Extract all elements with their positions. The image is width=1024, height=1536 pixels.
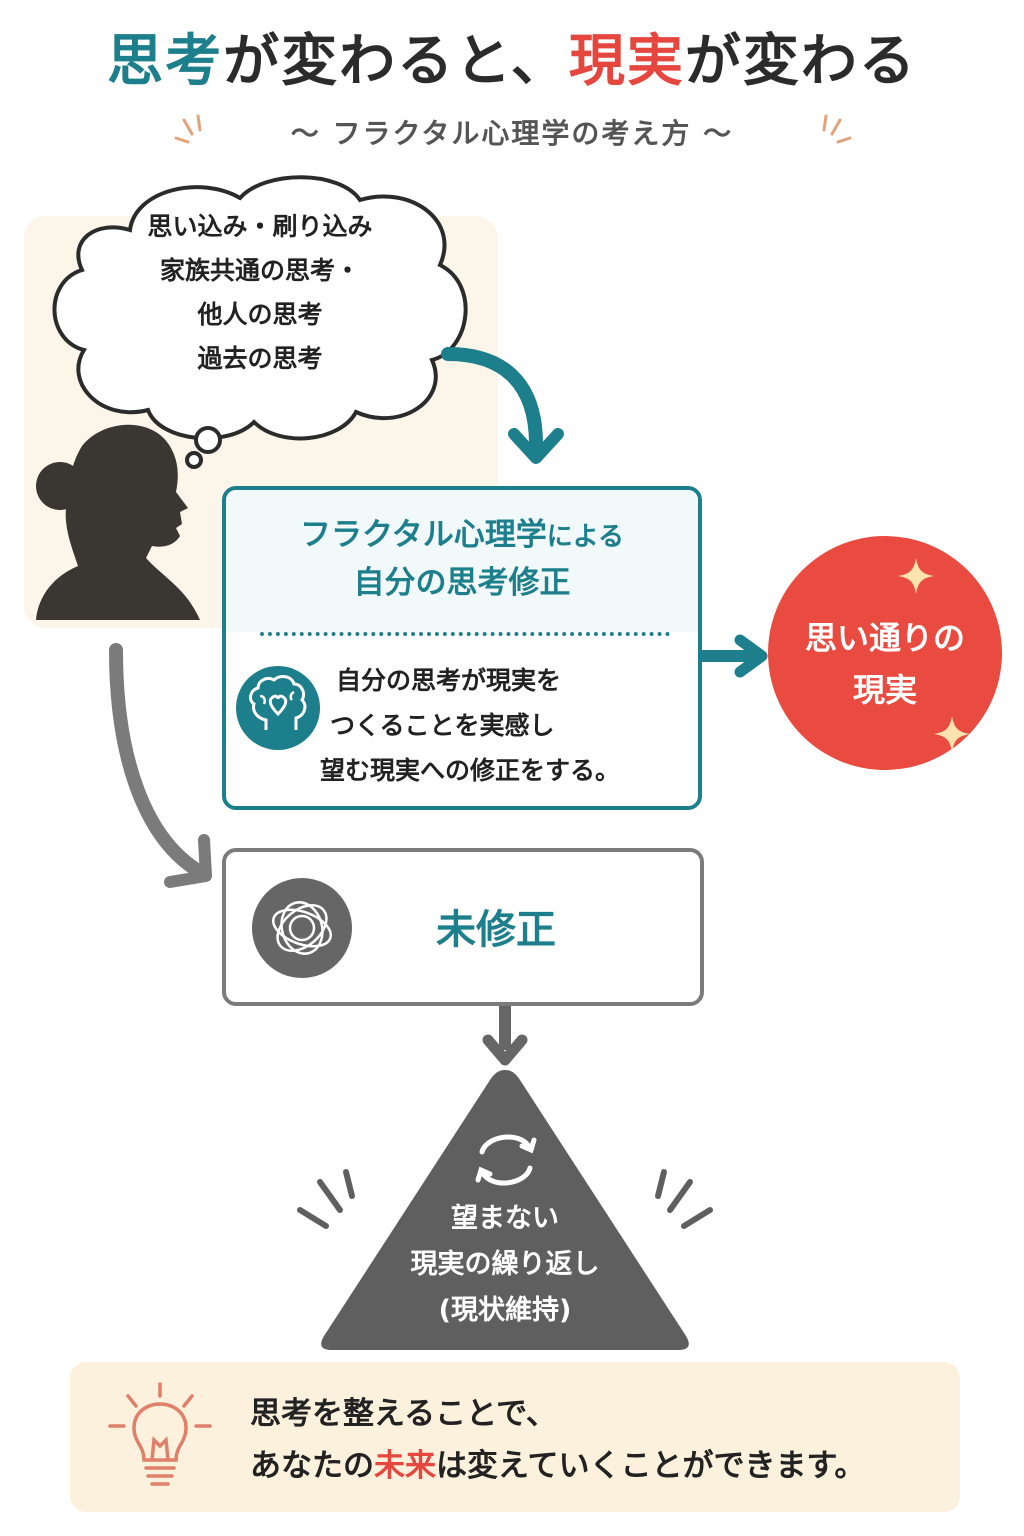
desired-reality-circle [768, 536, 1002, 770]
correction-box: フラクタル心理学による 自分の思考修正 自分の思考が現実を つくることを実感し … [222, 486, 702, 810]
thought-line: 過去の思考 [197, 344, 323, 373]
correction-box-body: 自分の思考が現実を つくることを実感し 望む現実への修正をする。 [320, 658, 696, 793]
correction-body-line: 望む現実への修正をする。 [320, 756, 621, 785]
bottom-message-line1: 思考を整えることで、 [250, 1396, 557, 1432]
person-silhouette-icon [36, 424, 200, 620]
thought-bubble-text: 思い込み・刷り込み 家族共通の思考・ 他人の思考 過去の思考 [110, 205, 410, 381]
page-title: 思考が変わると、現実が変わる [0, 22, 1024, 102]
thought-line: 他人の思考 [197, 300, 323, 329]
bottom-message: 思考を整えることで、 あなたの未来は変えていくことができます。 [250, 1388, 950, 1492]
uncorrected-label: 未修正 [436, 907, 556, 953]
title-thought: 思考 [107, 29, 224, 94]
bottom-message-panel [70, 1362, 960, 1512]
subtitle-left-accent-icon [174, 114, 202, 144]
repeat-line: 現実の繰り返し [410, 1249, 600, 1280]
thought-line: 家族共通の思考・ [159, 256, 360, 285]
lightbulb-icon [108, 1382, 212, 1486]
sparkle-icon [934, 716, 970, 752]
thought-cloud [52, 175, 468, 469]
correction-title-main: フラクタル心理学 [300, 517, 547, 553]
title-reality: 現実 [568, 29, 685, 94]
desired-reality-line2: 現実 [852, 671, 917, 709]
sparkle-icon [898, 558, 934, 594]
title-connector-1: が変わると、 [223, 29, 569, 94]
correction-title-suffix: による [546, 522, 624, 552]
arrow-to-result-icon [702, 634, 768, 678]
correction-box-header [226, 490, 698, 632]
arrow-to-correction-icon [441, 347, 564, 464]
cycle-arrows-icon [475, 1134, 537, 1186]
correction-body-line: 自分の思考が現実を [336, 666, 562, 695]
subtitle-right-accent-icon [822, 114, 852, 144]
brain-heart-icon [236, 666, 320, 750]
warning-triangle [297, 1070, 713, 1350]
future-highlight: 未来 [374, 1448, 436, 1484]
bottom-message-pre: あなたの [250, 1448, 374, 1484]
arrow-down-icon [482, 1006, 528, 1066]
arrow-to-uncorrected-icon [109, 643, 212, 888]
bottom-message-line2: あなたの未来は変えていくことができます。 [250, 1440, 950, 1492]
correction-body-line: つくることを実感し [330, 711, 555, 740]
uncorrected-box: 未修正 [222, 848, 704, 1006]
desired-reality-text: 思い通りの 現実 [768, 612, 1002, 716]
desired-reality-line1: 思い通りの [804, 619, 965, 657]
subtitle: 〜 フラクタル心理学の考え方 〜 [290, 117, 734, 150]
divider [260, 632, 670, 636]
repeat-reality-text: 望まない 現実の繰り返し (現状維持) [320, 1196, 690, 1334]
tangled-thread-icon [252, 878, 352, 978]
correction-title-line2: 自分の思考修正 [353, 565, 571, 601]
thought-line: 思い込み・刷り込み [147, 212, 373, 241]
bottom-message-post: は変えていくことができます。 [436, 1448, 866, 1484]
title-connector-2: が変わる [684, 29, 917, 94]
correction-box-title: フラクタル心理学による 自分の思考修正 [226, 512, 698, 606]
repeat-line: 望まない [451, 1203, 559, 1234]
repeat-line: (現状維持) [438, 1295, 572, 1326]
